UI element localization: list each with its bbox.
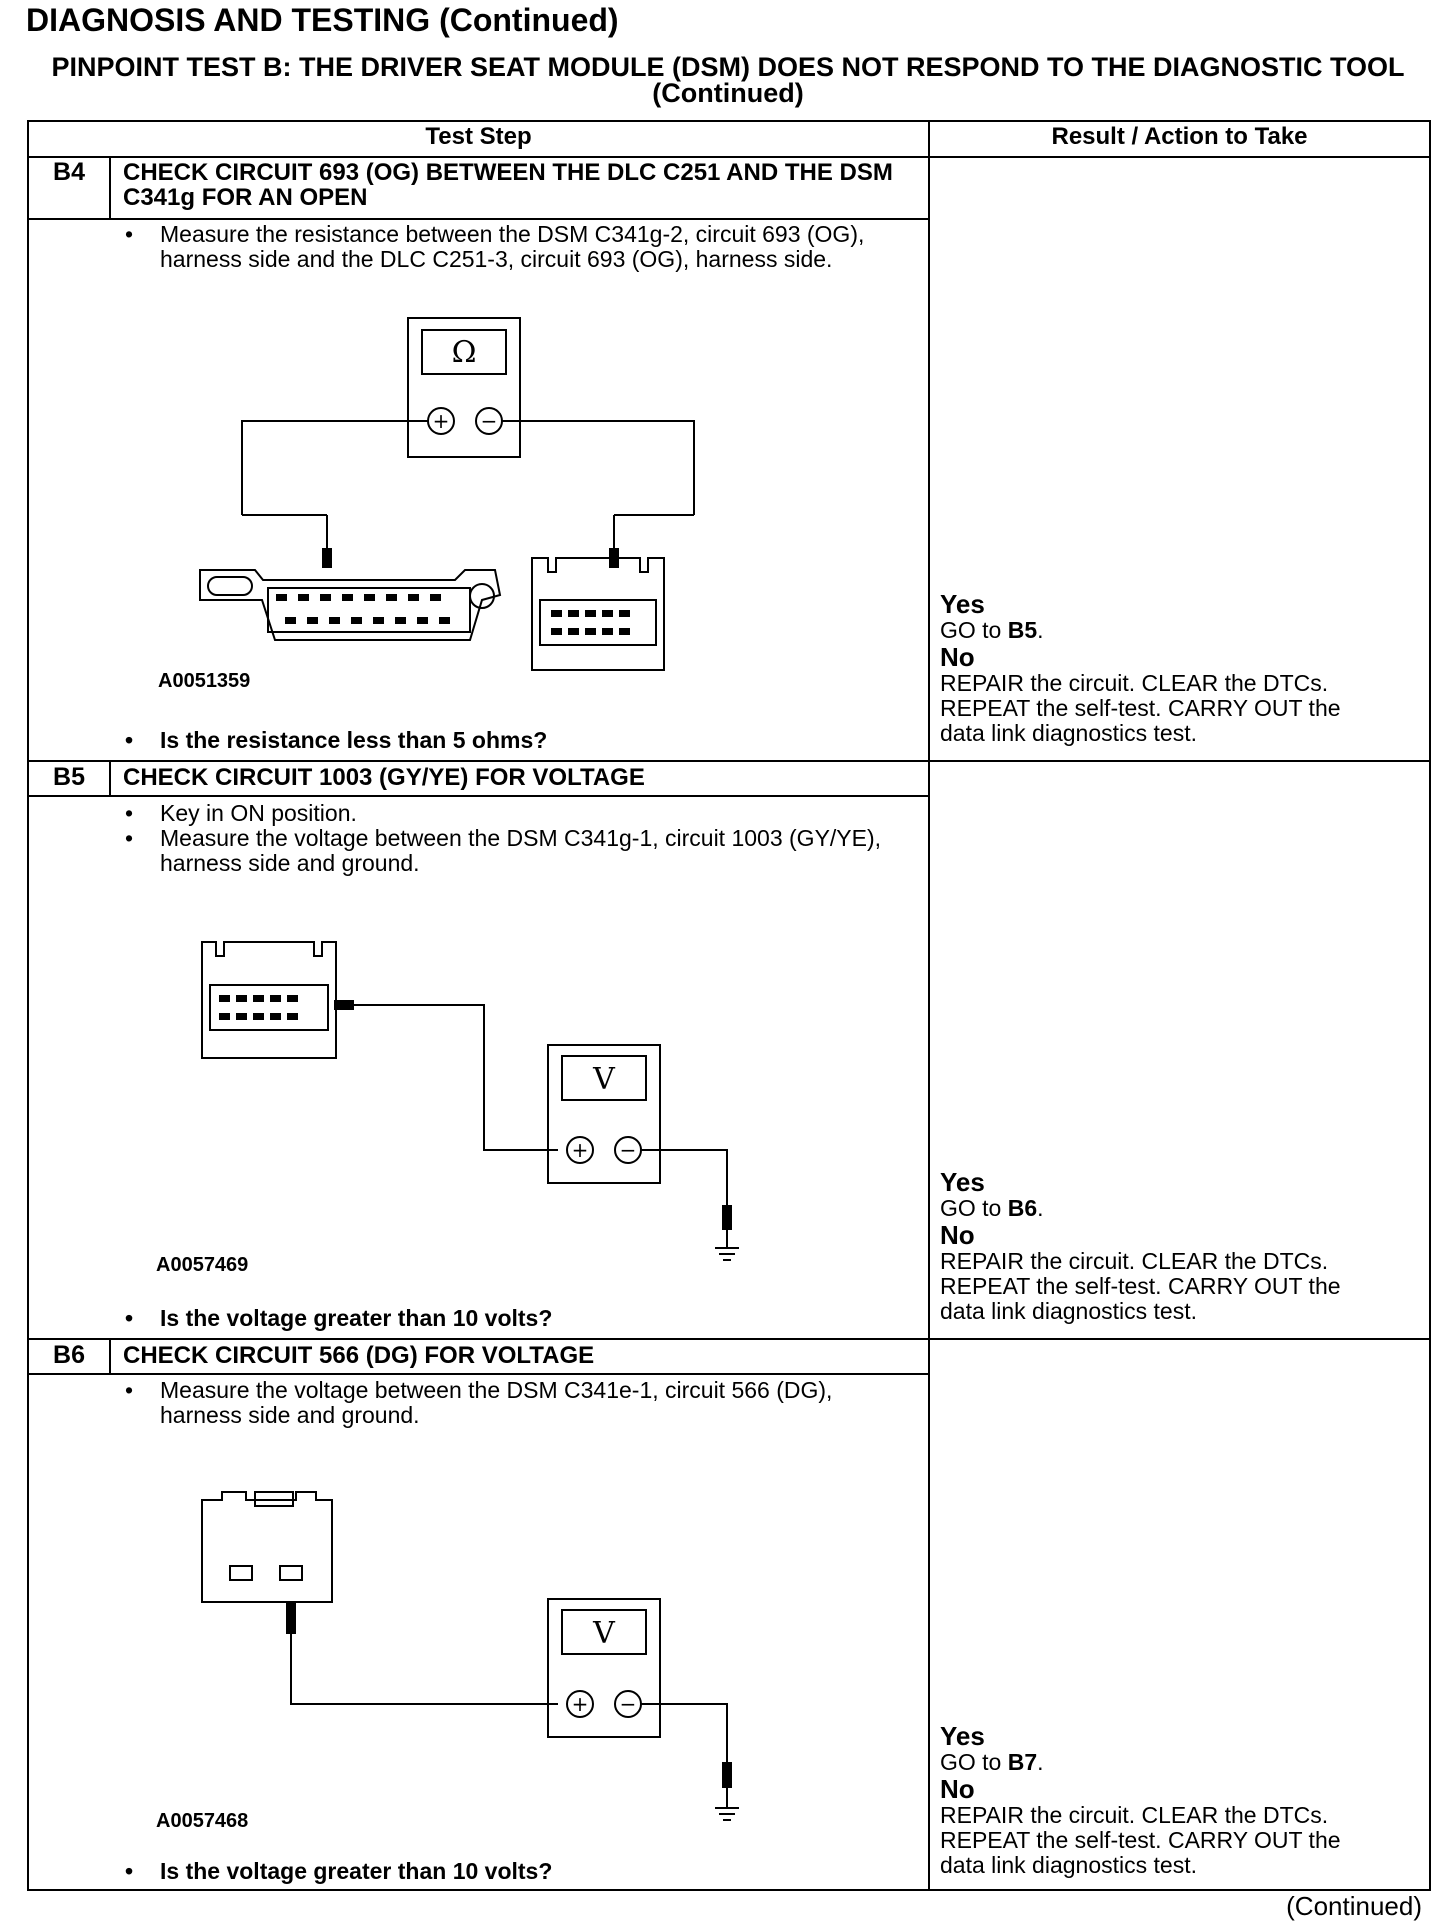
dsm-c341g-connector-icon [201, 941, 337, 1059]
pinpoint-test-title: PINPOINT TEST B: THE DRIVER SEAT MODULE … [51, 52, 1405, 108]
svg-text:−: − [620, 1692, 637, 1716]
page-title: DIAGNOSIS AND TESTING (Continued) [26, 2, 619, 38]
svg-text:−: − [620, 1138, 637, 1162]
figure-id-b5: A0057469 [156, 1254, 249, 1276]
result-b6: Yes GO to B7. No REPAIR the circuit. CLE… [940, 1721, 1341, 1878]
svg-text:+: + [433, 409, 450, 433]
figure-id-b4: A0051359 [158, 670, 251, 692]
figure-id-b6: A0057468 [156, 1810, 249, 1832]
step-b5-instruction-2: •Measure the voltage between the DSM C34… [125, 825, 882, 876]
svg-text:−: − [481, 409, 498, 433]
voltmeter-icon [547, 1044, 661, 1184]
svg-text:+: + [572, 1692, 589, 1716]
b4-meter-symbol: Ω [452, 335, 477, 370]
dsm-connector-icon [531, 557, 665, 671]
header-test-step: Test Step [425, 123, 532, 150]
dsm-c341e-connector-icon [201, 1491, 333, 1603]
dlc-connector-icon [199, 569, 502, 641]
header-result-action: Result / Action to Take [1051, 123, 1308, 150]
svg-text:+: + [572, 1138, 589, 1162]
step-label-b6: B6 [53, 1341, 85, 1369]
step-label-b5: B5 [53, 763, 85, 791]
step-heading-b6: CHECK CIRCUIT 566 (DG) FOR VOLTAGE [123, 1342, 595, 1369]
step-b5-question: •Is the voltage greater than 10 volts? [125, 1305, 553, 1331]
continued-note: (Continued) [1286, 1891, 1422, 1921]
step-heading-b5: CHECK CIRCUIT 1003 (GY/YE) FOR VOLTAGE [123, 764, 645, 791]
step-b6-question: •Is the voltage greater than 10 volts? [125, 1858, 553, 1884]
b5-meter-symbol: V [592, 1062, 616, 1097]
step-b6-instruction: •Measure the voltage between the DSM C34… [125, 1377, 833, 1428]
step-heading-b4: CHECK CIRCUIT 693 (OG) BETWEEN THE DLC C… [123, 159, 893, 211]
b6-meter-symbol: V [592, 1616, 616, 1651]
step-b5-instruction-1: •Key in ON position. [125, 800, 357, 826]
step-b4-instruction: •Measure the resistance between the DSM … [125, 221, 865, 272]
result-b5: Yes GO to B6. No REPAIR the circuit. CLE… [940, 1167, 1341, 1324]
step-label-b4: B4 [53, 158, 85, 186]
result-b4: Yes GO to B5. No REPAIR the circuit. CLE… [940, 589, 1341, 746]
voltmeter-icon [547, 1598, 661, 1738]
ohmmeter-icon [407, 317, 521, 458]
step-b4-question: •Is the resistance less than 5 ohms? [125, 727, 548, 753]
